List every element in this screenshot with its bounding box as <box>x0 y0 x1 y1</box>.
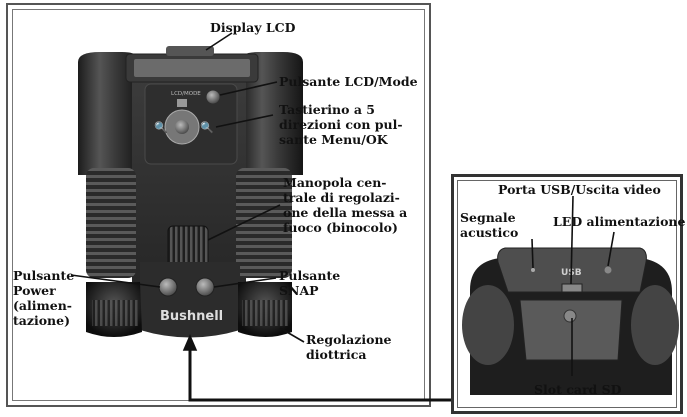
label-usb-port: Porta USB/Uscita video <box>498 182 661 197</box>
lcd-hinge <box>166 46 214 56</box>
lower-bridge <box>140 262 240 338</box>
lcd-mode-printed-text: LCD/MODE <box>171 91 201 97</box>
power-led-shape <box>604 266 612 274</box>
leader-lines <box>70 32 615 402</box>
leader-focus-knob <box>207 204 281 241</box>
connector-line <box>188 345 451 402</box>
label-lcd-mode-button: Pulsante LCD/Mode <box>279 74 418 89</box>
zoom-in-icon: 🔍 <box>200 120 214 134</box>
mode-icon <box>177 99 187 107</box>
sd-slot-cover <box>519 299 623 361</box>
left-grip <box>86 168 136 278</box>
right-barrel-top <box>240 52 303 175</box>
beeper-holes <box>531 268 535 272</box>
leader-lcd-mode <box>219 81 278 96</box>
menu-ok-button <box>175 120 189 134</box>
leader-beeper <box>531 238 534 269</box>
label-snap-button: Pulsante SNAP <box>279 268 341 298</box>
leader-display-lcd <box>205 32 233 51</box>
label-sd-slot: Slot card SD <box>534 382 622 397</box>
lcd-mode-button-shape <box>206 90 220 104</box>
lcd-screen-edge <box>134 59 250 77</box>
inset-panel-inner-border <box>457 180 677 408</box>
leader-snap <box>213 277 277 288</box>
leader-led <box>607 231 615 267</box>
label-power-led: LED alimentazione <box>553 214 686 229</box>
diopter-ring-left <box>92 300 138 326</box>
binocular-bottom-view: USB <box>458 230 679 403</box>
label-keypad-5way: Tastierino a 5 direzioni con pul- sante … <box>279 102 403 147</box>
power-button-shape <box>158 277 178 297</box>
snap-button-shape <box>195 277 215 297</box>
inset-left-barrel <box>462 285 514 365</box>
leader-usb <box>570 195 574 285</box>
leader-power <box>70 274 161 288</box>
sd-cover-screw <box>563 309 577 323</box>
label-power-button: Pulsante Power (alimen- tazione) <box>13 268 75 328</box>
label-display-lcd: Display LCD <box>210 20 296 35</box>
binocular-front-view: LCD/MODE 🔍 🔍 Bushnell <box>78 46 303 338</box>
usb-port-shape <box>561 283 583 293</box>
connector-arrow-head <box>182 333 198 351</box>
label-beeper: Segnale acustico <box>460 210 519 240</box>
label-focus-knob: Manopola cen- trale di regolazi- one del… <box>283 175 408 235</box>
leader-keypad <box>215 114 274 128</box>
brand-logo: Bushnell <box>160 309 223 324</box>
inset-right-barrel <box>631 285 679 365</box>
left-barrel-top <box>78 52 140 175</box>
zoom-out-icon: 🔍 <box>154 120 168 134</box>
leader-diopter <box>279 327 305 343</box>
diopter-ring-right <box>242 300 288 326</box>
label-diopter: Regolazione diottrica <box>306 332 392 362</box>
right-grip <box>236 168 292 278</box>
focus-knob <box>167 225 209 269</box>
